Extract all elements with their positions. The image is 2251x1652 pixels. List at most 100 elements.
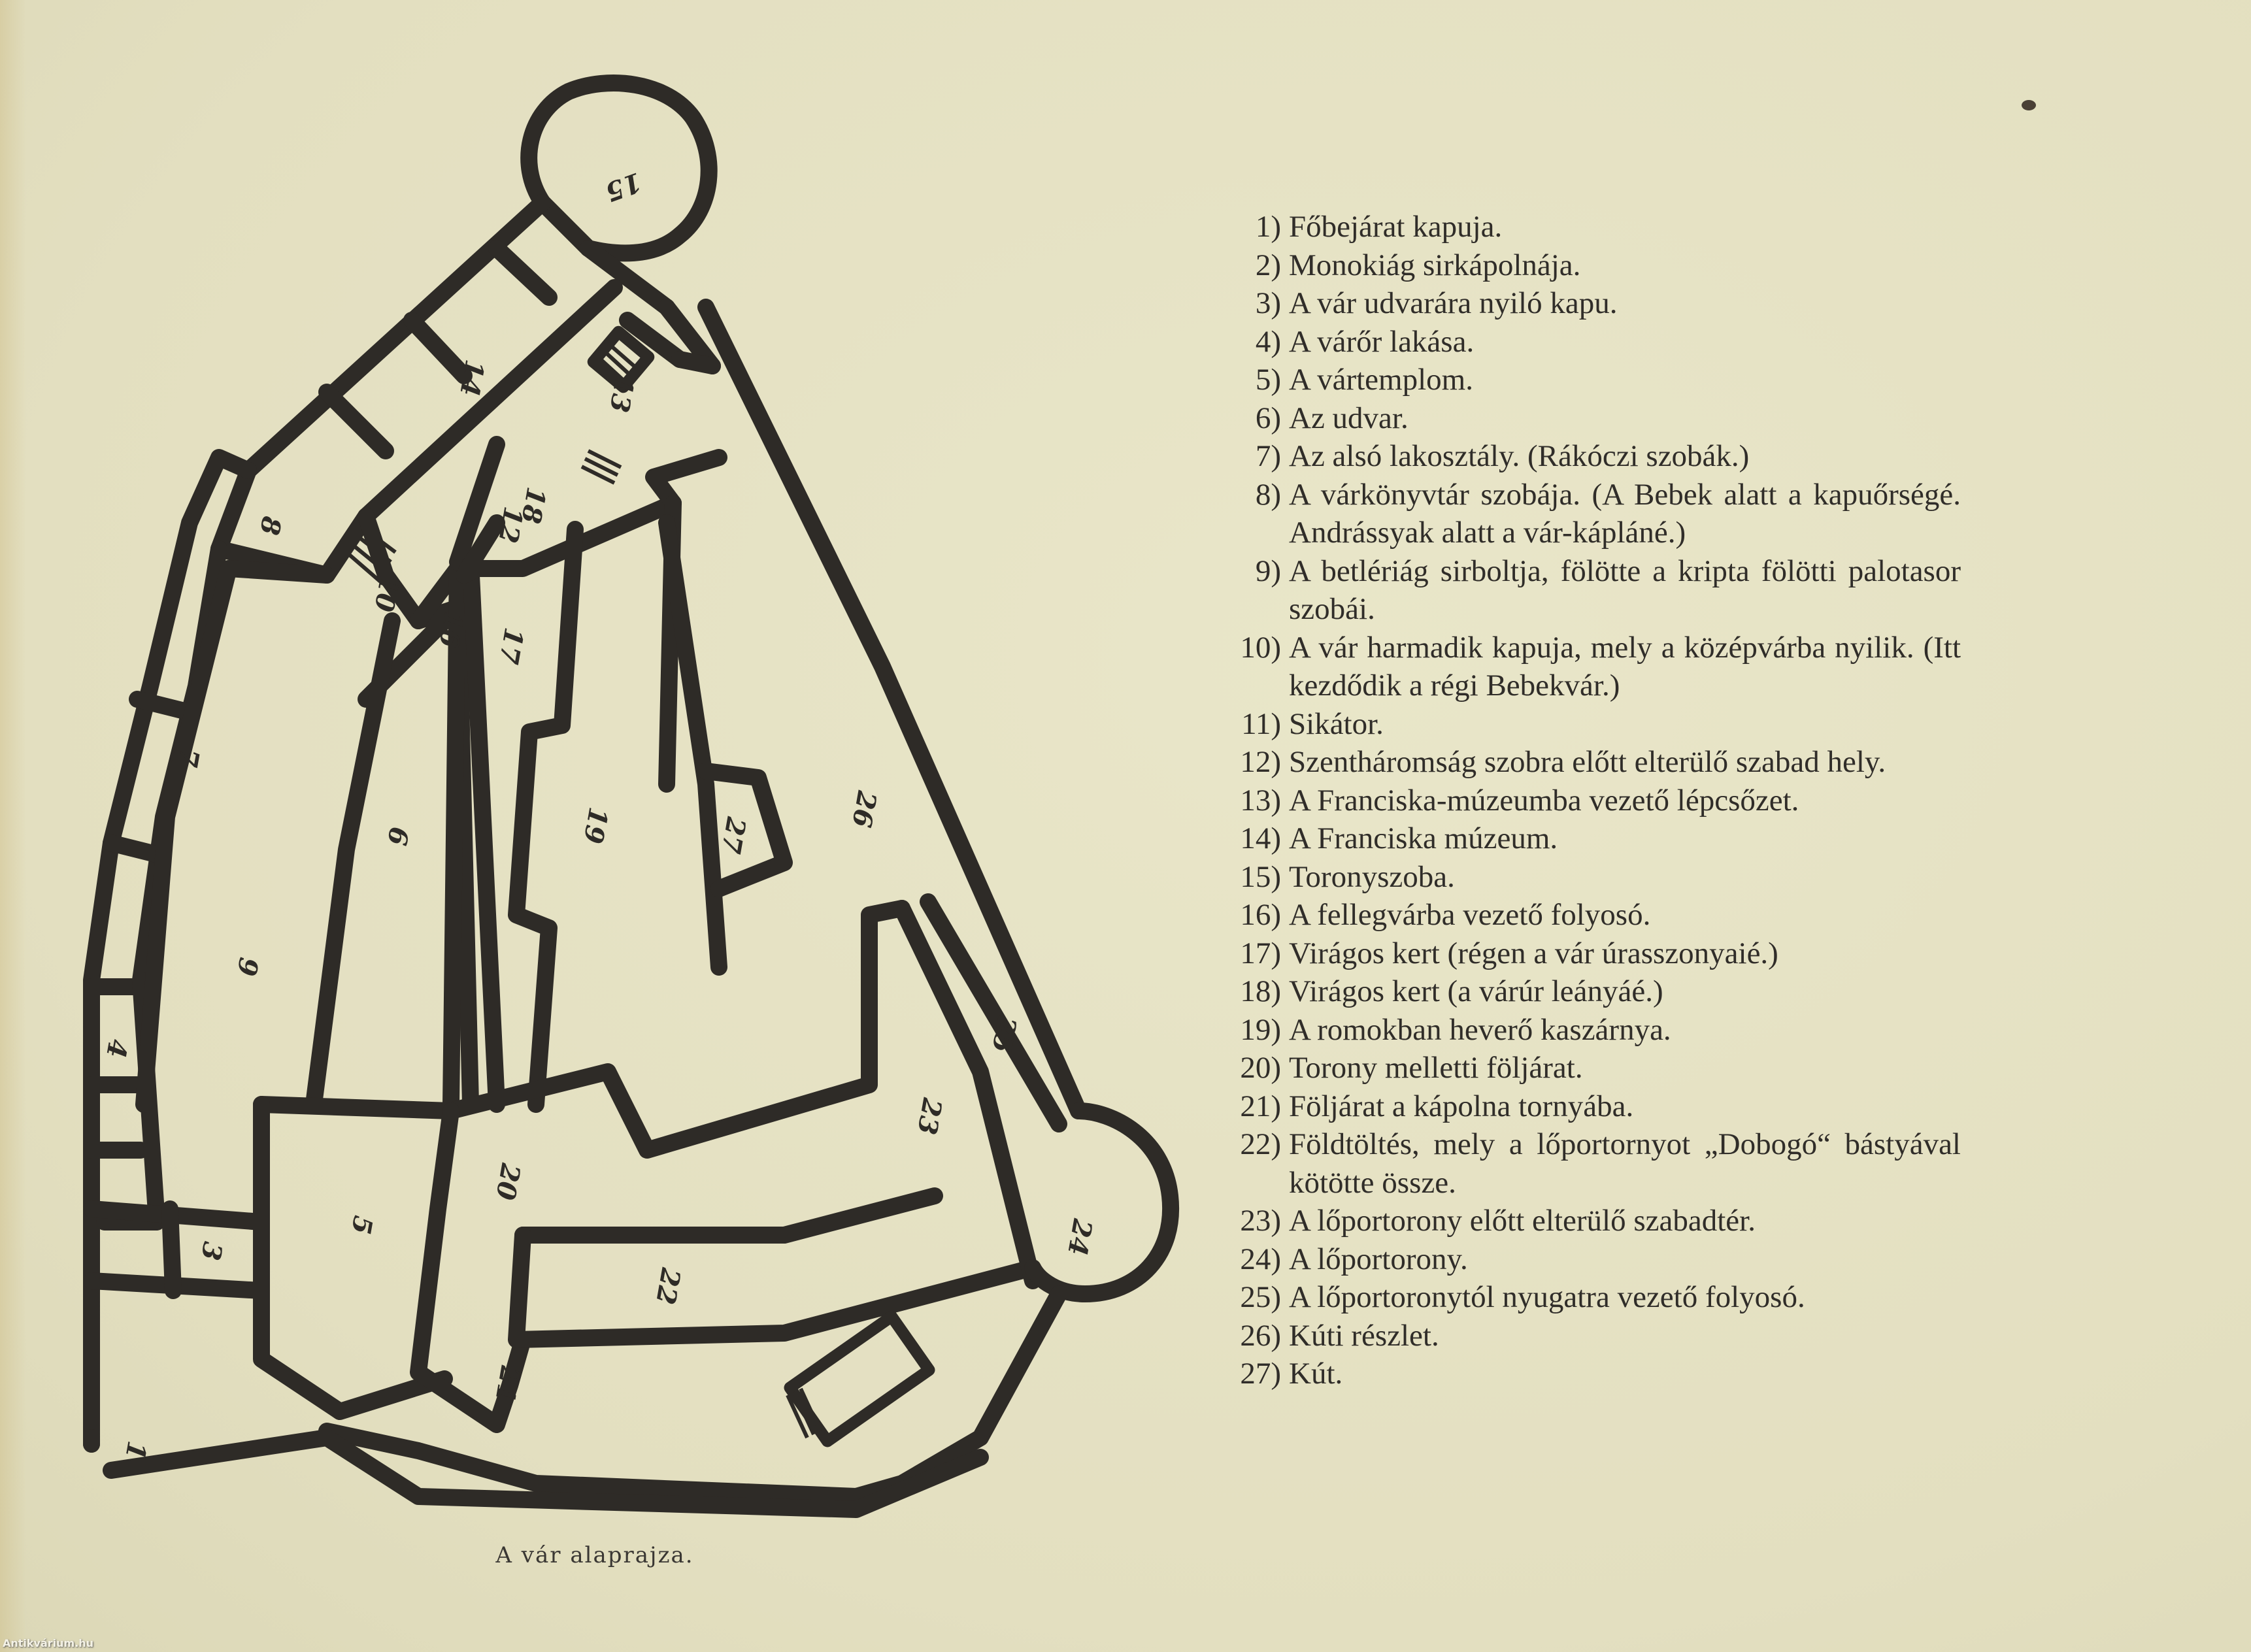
plan-label-1: 1 <box>119 1439 152 1462</box>
castle-floor-plan: 15 14 8 7 9 6 4 3 5 10 12 13 18 16 17 19… <box>83 74 1180 1518</box>
legend-item: 7)Az alsó lakosztály. (Rákóczi szobák.) <box>1203 437 1961 476</box>
legend-item-number: 12) <box>1240 745 1281 779</box>
south-walls <box>83 1429 989 1518</box>
legend-item: 8)A várkönyvtár szobája. (A Bebek alatt … <box>1203 476 1961 552</box>
legend-item-number: 17) <box>1240 936 1281 970</box>
legend-item-text: A várőr lakása. <box>1289 324 1475 359</box>
legend-item-number: 27) <box>1240 1357 1281 1391</box>
legend-item: 18)Virágos kert (a várúr leányáé.) <box>1203 972 1961 1011</box>
plan-label-6: 6 <box>381 825 414 848</box>
legend-item-number: 3) <box>1255 286 1281 320</box>
plan-label-14: 14 <box>454 357 490 399</box>
legend-item-text: Szentháromság szobra előtt elterülő szab… <box>1289 745 1886 779</box>
legend-item-text: A Franciska múzeum. <box>1289 821 1558 855</box>
legend-item: 14)A Franciska múzeum. <box>1203 819 1961 858</box>
legend-item: 25)A lőportoronytól nyugatra vezető foly… <box>1203 1278 1961 1317</box>
plan-label-19: 19 <box>577 805 614 846</box>
legend-item-text: A várkönyvtár szobája. (A Bebek alatt a … <box>1289 477 1961 550</box>
plan-label-22: 22 <box>650 1265 686 1307</box>
legend-item: 12)Szentháromság szobra előtt elterülő s… <box>1203 743 1961 782</box>
legend-item: 20)Torony melletti följárat. <box>1203 1049 1961 1087</box>
legend-item: 24)A lőportorony. <box>1203 1240 1961 1279</box>
legend-item-text: Torony melletti följárat. <box>1289 1051 1583 1085</box>
legend-item: 4)A várőr lakása. <box>1203 323 1961 361</box>
legend-item: 10)A vár harmadik kapuja, mely a középvá… <box>1203 629 1961 705</box>
legend-item-text: A lőportoronytól nyugatra vezető folyosó… <box>1289 1280 1805 1314</box>
legend-item: 26)Kúti részlet. <box>1203 1317 1961 1355</box>
well-27 <box>784 1310 935 1447</box>
plan-label-17: 17 <box>493 625 529 667</box>
legend-item: 21)Följárat a kápolna tornyába. <box>1203 1087 1961 1126</box>
legend-item-number: 1) <box>1255 210 1281 244</box>
church-area-walls <box>253 900 1041 1433</box>
legend-item-number: 7) <box>1255 439 1281 473</box>
legend-item-number: 8) <box>1255 477 1281 512</box>
plan-label-24: 24 <box>1061 1216 1098 1258</box>
legend-item: 19)A romokban heverő kaszárnya. <box>1203 1011 1961 1049</box>
legend-item-number: 18) <box>1240 974 1281 1008</box>
plan-label-5: 5 <box>345 1214 378 1237</box>
legend-item-text: Kút. <box>1289 1357 1343 1391</box>
legend-item-number: 15) <box>1240 859 1281 894</box>
legend-item-text: Virágos kert (régen a vár úrasszonyaié.) <box>1289 936 1778 970</box>
legend-item-text: Az udvar. <box>1289 401 1409 435</box>
legend-item: 1)Főbejárat kapuja. <box>1203 208 1961 246</box>
legend-item-number: 6) <box>1255 401 1281 435</box>
west-range-walls <box>83 449 466 1453</box>
legend-item-text: A vártemplom. <box>1289 363 1473 397</box>
legend-item-number: 22) <box>1240 1127 1281 1161</box>
legend-item-number: 13) <box>1240 783 1281 818</box>
plan-label-26: 26 <box>846 788 882 830</box>
plan-caption: A vár alaprajza. <box>495 1542 694 1568</box>
plan-label-12: 12 <box>492 504 529 546</box>
legend-item-text: Följárat a kápolna tornyába. <box>1289 1089 1634 1123</box>
legend-item: 6)Az udvar. <box>1203 399 1961 438</box>
legend-item-number: 9) <box>1255 553 1281 588</box>
stairs <box>345 325 655 584</box>
legend-item: 9)A betlériág sirboltja, fölötte a kript… <box>1203 552 1961 629</box>
plan-label-18: 18 <box>515 485 552 526</box>
legend-item-number: 14) <box>1240 821 1281 855</box>
legend-item-number: 21) <box>1240 1089 1281 1123</box>
legend-item-number: 11) <box>1241 706 1281 741</box>
legend-item: 16)A fellegvárba vezető folyosó. <box>1203 896 1961 934</box>
legend-item-text: A fellegvárba vezető folyosó. <box>1289 898 1651 932</box>
legend-item-number: 25) <box>1240 1280 1281 1314</box>
legend-item-text: Földtöltés, mely a lőportornyot „Dobogó“… <box>1289 1127 1961 1200</box>
legend-item-number: 10) <box>1240 630 1281 665</box>
plan-label-4: 4 <box>100 1037 133 1061</box>
legend-item-text: Virágos kert (a várúr leányáé.) <box>1289 974 1663 1008</box>
paper-speck <box>2022 100 2036 110</box>
legend-item-text: Kúti részlet. <box>1289 1318 1439 1353</box>
plan-label-21: 21 <box>489 1363 525 1405</box>
legend-item-number: 20) <box>1240 1051 1281 1085</box>
legend-item: 2)Monokiág sirkápolnája. <box>1203 246 1961 285</box>
plan-label-20: 20 <box>490 1161 526 1202</box>
east-walls <box>318 299 1180 1505</box>
legend-item: 23)A lőportorony előtt elterülő szabadté… <box>1203 1202 1961 1240</box>
legend-item-number: 2) <box>1255 248 1281 282</box>
legend-item: 13)A Franciska-múzeumba vezető lépcsőzet… <box>1203 782 1961 820</box>
legend-item: 15)Toronyszoba. <box>1203 858 1961 897</box>
plan-label-23: 23 <box>911 1095 948 1137</box>
plan-label-13: 13 <box>603 374 640 415</box>
plan-label-9: 9 <box>231 955 264 979</box>
legend-item: 3)A vár udvarára nyiló kapu. <box>1203 284 1961 323</box>
tower-15-outline <box>520 74 718 262</box>
legend-item-text: Monokiág sirkápolnája. <box>1289 248 1581 282</box>
legend-item-text: A Franciska-múzeumba vezető lépcsőzet. <box>1289 783 1799 818</box>
plan-label-16: 16 <box>433 609 469 650</box>
legend-item: 11)Sikátor. <box>1203 705 1961 744</box>
legend-item-number: 5) <box>1255 363 1281 397</box>
legend-item-number: 23) <box>1240 1204 1281 1238</box>
legend-item-text: Az alsó lakosztály. (Rákóczi szobák.) <box>1289 439 1750 473</box>
legend-item-text: Sikátor. <box>1289 706 1384 741</box>
plan-label-3: 3 <box>195 1240 228 1263</box>
legend-item-text: A romokban heverő kaszárnya. <box>1289 1012 1671 1047</box>
legend-item-text: Toronyszoba. <box>1289 859 1455 894</box>
plan-label-27: 27 <box>715 814 752 856</box>
plan-label-15: 15 <box>601 166 646 207</box>
barracks-19-walls <box>508 514 793 1113</box>
watermark: Antikvárium.hu <box>3 1637 94 1649</box>
